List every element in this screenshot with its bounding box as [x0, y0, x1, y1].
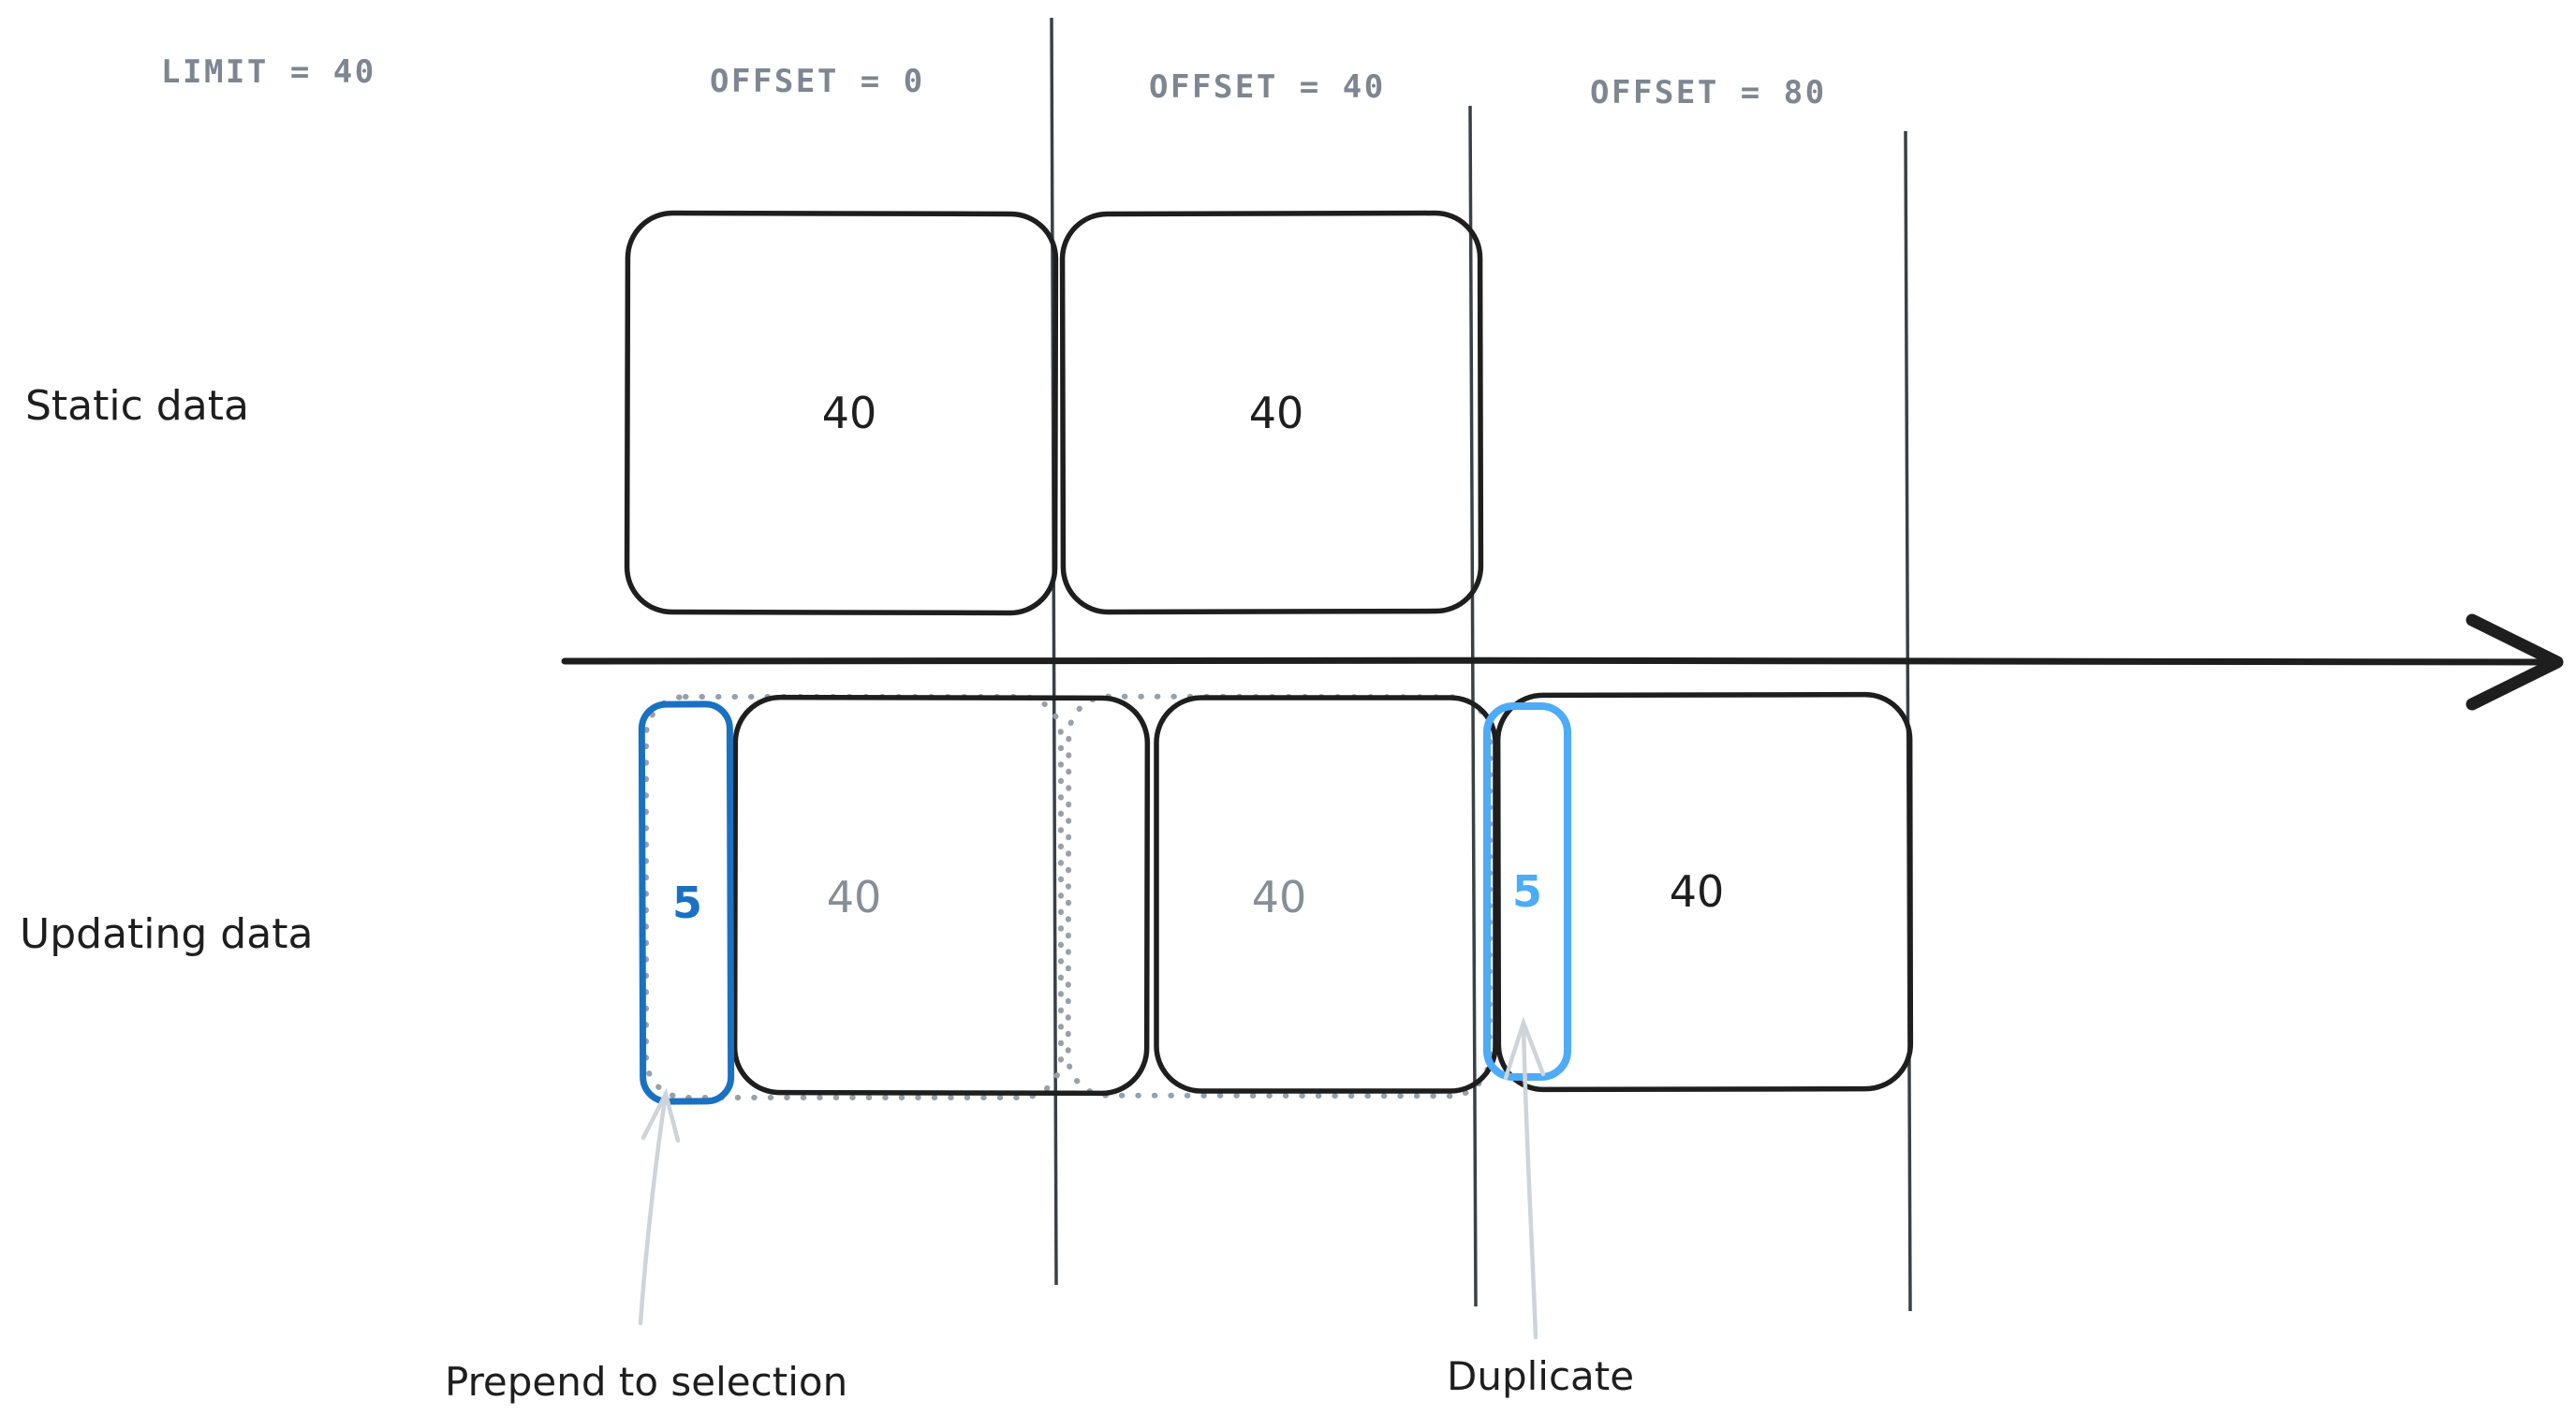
- header-labels: LIMIT = 40 OFFSET = 0 OFFSET = 40 OFFSET…: [161, 53, 1827, 111]
- static-page-1-box: [624, 210, 1059, 616]
- static-data-row: 40 40: [624, 210, 1484, 616]
- offset-40-label: OFFSET = 40: [1149, 68, 1386, 106]
- updating-page-1-box: [731, 694, 1151, 1097]
- ghost-page-1-value: 40: [827, 872, 882, 922]
- updating-page-2-box: [1154, 695, 1498, 1094]
- ghost-request-window-1: [643, 694, 1064, 1100]
- duplicate-arrow-shaft: [1521, 1020, 1538, 1340]
- timeline-axis-arrow: [561, 613, 2564, 711]
- offset-80-label: OFFSET = 80: [1590, 74, 1827, 111]
- limit-label: LIMIT = 40: [161, 53, 376, 91]
- offset-0-label: OFFSET = 0: [710, 63, 925, 100]
- static-page-1-value: 40: [822, 388, 877, 438]
- ghost-page-2-value: 40: [1252, 872, 1307, 922]
- axis-shaft: [561, 656, 2553, 666]
- static-data-row-label: Static data: [25, 382, 249, 430]
- updating-data-row-label: Updating data: [20, 910, 313, 958]
- updating-page-3-box: [1494, 691, 1914, 1093]
- static-page-2-value: 40: [1249, 388, 1304, 438]
- updating-page-3-value: 40: [1670, 866, 1725, 917]
- static-page-2-box: [1059, 210, 1484, 615]
- prepend-arrow-head: [640, 1087, 681, 1143]
- annotation-arrows: [638, 1016, 1546, 1340]
- prepend-arrow-shaft: [638, 1091, 669, 1326]
- duplicated-items-value: 5: [1512, 866, 1542, 917]
- prepend-annotation-arrow-icon: [638, 1087, 681, 1326]
- prepended-items-box: [638, 701, 735, 1105]
- duplicated-items-box: [1483, 702, 1571, 1081]
- prepend-annotation-label: Prepend to selection: [445, 1359, 847, 1405]
- prepended-items-value: 5: [672, 878, 702, 928]
- axis-arrowhead-icon: [2466, 613, 2564, 711]
- duplicate-annotation-label: Duplicate: [1447, 1353, 1634, 1399]
- duplicate-annotation-arrow-icon: [1503, 1016, 1546, 1340]
- updating-data-row: 5 40 40 5 40: [638, 691, 1914, 1105]
- duplicate-arrow-head: [1503, 1016, 1546, 1081]
